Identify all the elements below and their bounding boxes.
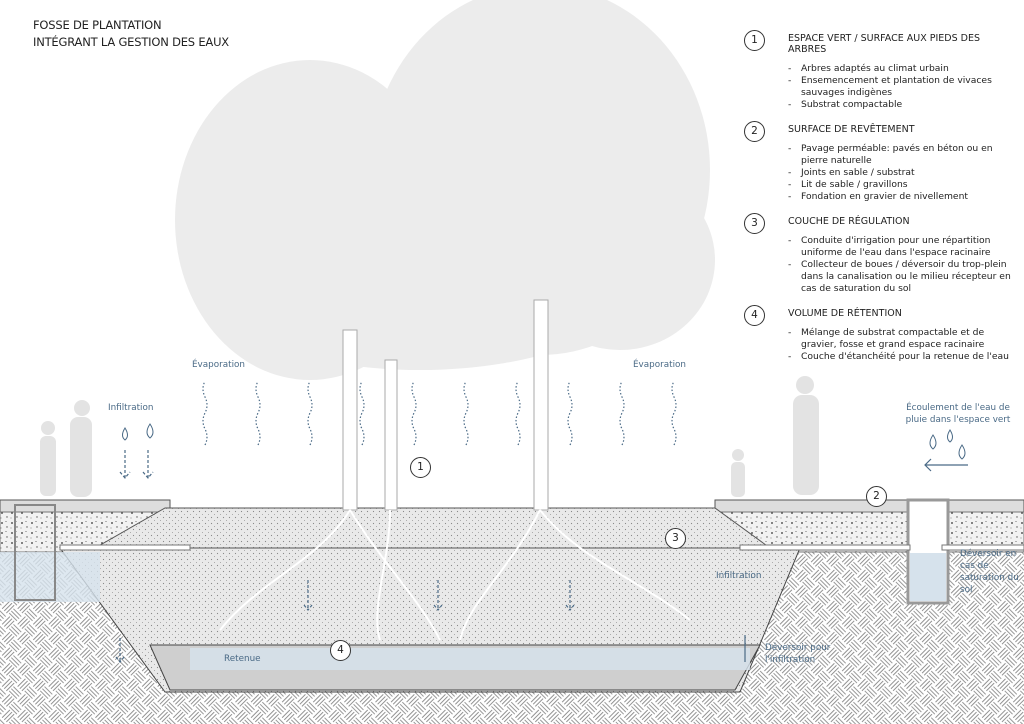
raindrop-icons — [122, 423, 966, 460]
tree-trunks — [342, 299, 549, 511]
legend-item: Lit de sable / gravillons — [788, 179, 1019, 191]
water-flow-arrows — [115, 450, 968, 663]
title-line-1: FOSSE DE PLANTATION — [33, 18, 162, 32]
legend-item: Ensemencement et plantation de vivaces s… — [788, 75, 1019, 99]
marker-3: 3 — [665, 528, 686, 549]
number-badge: 1 — [744, 30, 765, 51]
legend-section-title: VOLUME DE RÉTENTION — [788, 308, 902, 319]
legend-section-title: SURFACE DE REVÊTEMENT — [788, 124, 915, 135]
retained-water — [190, 648, 750, 670]
people-silhouettes — [40, 376, 819, 497]
legend-item: Substrat compactable — [788, 99, 1019, 111]
marker-1: 1 — [410, 457, 431, 478]
retention-label: Retenue — [224, 654, 261, 664]
marker-4: 4 — [330, 640, 351, 661]
evaporation-label-left: Évaporation — [192, 360, 245, 370]
number-badge: 4 — [744, 305, 765, 326]
legend-section-1: 1 ESPACE VERT / SURFACE AUX PIEDS DES AR… — [744, 30, 1019, 111]
marker-2: 2 — [866, 486, 887, 507]
shaft-left — [14, 504, 56, 601]
legend-item: Arbres adaptés au climat urbain — [788, 63, 1019, 75]
number-badge: 2 — [744, 121, 765, 142]
legend-section-4: 4 VOLUME DE RÉTENTION Mélange de substra… — [744, 305, 1019, 363]
legend: 1 ESPACE VERT / SURFACE AUX PIEDS DES AR… — [744, 30, 1019, 376]
legend-item: Fondation en gravier de nivellement — [788, 191, 1019, 203]
roots — [219, 509, 691, 641]
legend-item: Collecteur de boues / déversoir du trop-… — [788, 259, 1019, 295]
irrigation-pipe-left — [59, 544, 191, 551]
legend-item: Joints en sable / substrat — [788, 167, 1019, 179]
legend-item: Couche d'étanchéité pour la retenue de l… — [788, 351, 1019, 363]
diagram-title: FOSSE DE PLANTATION INTÉGRANT LA GESTION… — [33, 17, 229, 51]
legend-section-3: 3 COUCHE DE RÉGULATION Conduite d'irriga… — [744, 213, 1019, 295]
water-level-left — [0, 552, 100, 602]
infiltration-label-right: Infiltration — [716, 571, 762, 581]
evaporation-arrows — [202, 380, 677, 446]
runoff-label: Écoulement de l'eau de pluie dans l'espa… — [905, 403, 1011, 425]
title-line-2: INTÉGRANT LA GESTION DES EAUX — [33, 35, 229, 49]
overflow-saturation-label: Déversoir en cas de saturation du sol — [960, 549, 1019, 595]
irrigation-pipe-right — [739, 544, 911, 551]
legend-section-title: ESPACE VERT / SURFACE AUX PIEDS DES ARBR… — [788, 33, 980, 55]
evaporation-label-right: Évaporation — [633, 360, 686, 370]
legend-item: Pavage perméable: pavés en béton ou en p… — [788, 143, 1019, 167]
legend-item: Mélange de substrat compactable et de gr… — [788, 327, 1019, 351]
overflow-infiltration-label: Déversoir pour l'infiltration — [765, 643, 831, 665]
overflow-shaft-water — [910, 553, 946, 601]
infiltration-label-top: Infiltration — [108, 403, 154, 413]
number-badge: 3 — [744, 213, 765, 234]
legend-item: Conduite d'irrigation pour une répartiti… — [788, 235, 1019, 259]
tree-canopy — [175, 0, 715, 380]
legend-section-2: 2 SURFACE DE REVÊTEMENT Pavage perméable… — [744, 121, 1019, 203]
legend-section-title: COUCHE DE RÉGULATION — [788, 216, 910, 227]
overflow-pipe — [941, 544, 1024, 551]
